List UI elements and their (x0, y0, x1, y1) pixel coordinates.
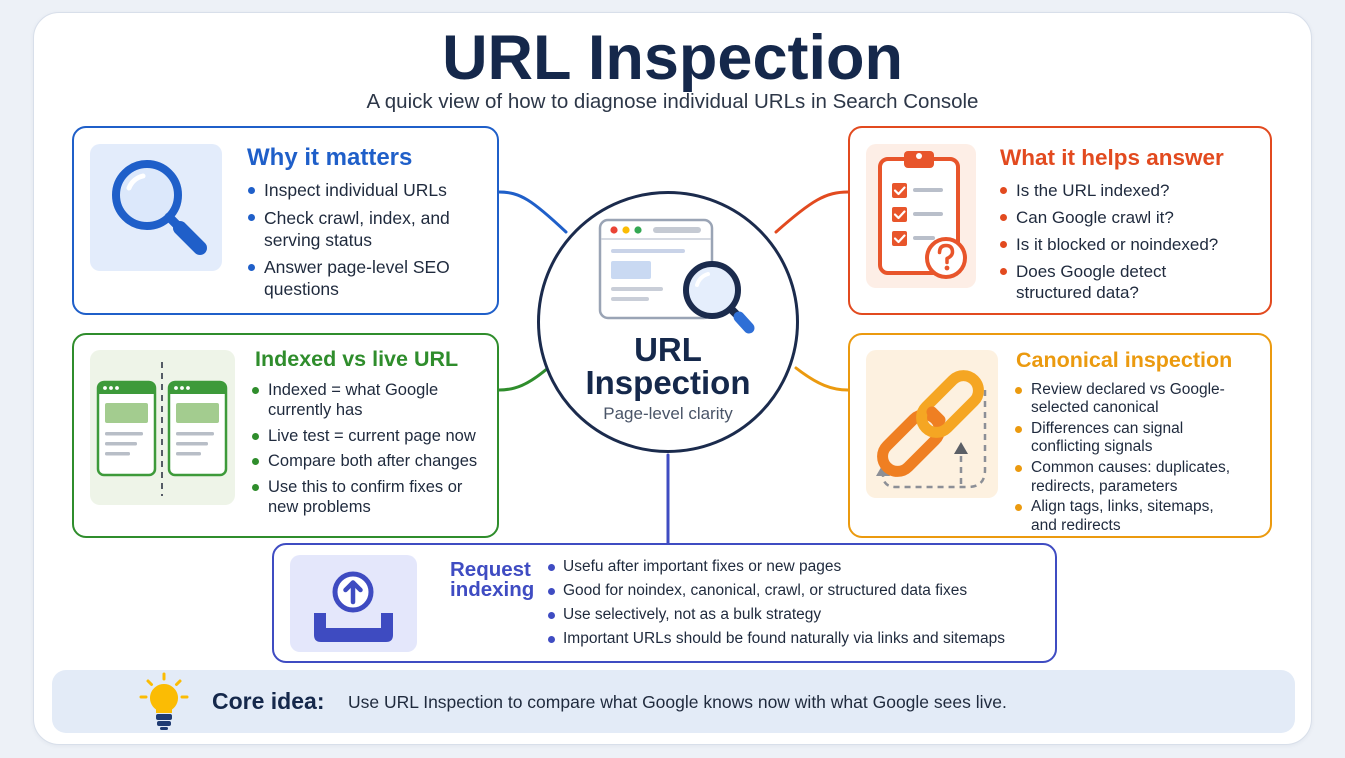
core-idea-text: Use URL Inspection to compare what Googl… (348, 692, 1007, 712)
bullet-item: Use this to confirm fixes or new problem… (248, 477, 477, 518)
bullet-item: Is it blocked or noindexed? (996, 234, 1218, 255)
connector-why (497, 190, 568, 234)
bullet-list: Review declared vs Google- selected cano… (1011, 381, 1230, 538)
magnifier-icon-tile (90, 144, 222, 271)
bullet-list: Indexed = what Google currently has Live… (248, 380, 477, 523)
card-title: Canonical inspection (1016, 348, 1233, 372)
browser-compare-icon (96, 362, 228, 496)
core-idea-bar: Core idea: Use URL Inspection to compare… (52, 670, 1295, 733)
bullet-item: Differences can signal conflicting signa… (1011, 420, 1230, 457)
bullet-item: Use selectively, not as a bulk strategy (544, 603, 1005, 627)
lightbulb-icon (139, 672, 189, 730)
bullet-item: Indexed = what Google currently has (248, 380, 477, 421)
bullet-item: Compare both after changes (248, 451, 477, 472)
chain-link-icon (876, 370, 987, 489)
bullet-list: Usefu after important fixes or new pages… (544, 555, 1005, 651)
connector-answers (774, 190, 850, 234)
card-title: What it helps answer (1000, 145, 1224, 170)
bullet-list: Is the URL indexed? Can Google crawl it?… (996, 180, 1218, 309)
card-canonical-inspection: Canonical inspection Review declared vs … (848, 333, 1272, 538)
bullet-item: Does Google detect structured data? (996, 261, 1218, 303)
card-why-it-matters: Why it matters Inspect individual URLs C… (72, 126, 499, 315)
card-request-indexing: Request indexing Usefu after important f… (272, 543, 1057, 663)
card-what-it-helps-answer: What it helps answer Is the URL indexed?… (848, 126, 1272, 315)
clipboard-question-icon (878, 151, 967, 279)
browser-compare-icon-tile (90, 350, 235, 505)
bullet-item: Common causes: duplicates, redirects, pa… (1011, 459, 1230, 496)
connector-canonical (794, 366, 850, 392)
bullet-item: Answer page-level SEO questions (244, 256, 450, 300)
bullet-item: Can Google crawl it? (996, 207, 1218, 228)
bullet-item: Is the URL indexed? (996, 180, 1218, 201)
hub-title-line1: URL (634, 331, 702, 368)
hub-circle: URL Inspection Page-level clarity (537, 191, 799, 453)
chain-link-icon-tile (866, 350, 998, 498)
hub-title-line2: Inspection (585, 364, 751, 401)
page-subtitle: A quick view of how to diagnose individu… (366, 90, 979, 113)
upload-tray-icon-tile (290, 555, 417, 652)
connector-indexed (497, 366, 550, 392)
core-idea-label: Core idea: (212, 688, 325, 714)
bullet-item: Align tags, links, sitemaps, and redirec… (1011, 498, 1230, 535)
bullet-item: Live test = current page now (248, 426, 477, 447)
bullet-list: Inspect individual URLs Check crawl, ind… (244, 179, 450, 306)
bullet-item: Review declared vs Google- selected cano… (1011, 381, 1230, 418)
bullet-item: Important URLs should be found naturally… (544, 627, 1005, 651)
browser-magnifier-icon (598, 218, 755, 334)
page-title: URL Inspection (442, 23, 903, 93)
card-title: Indexed vs live URL (255, 347, 459, 371)
bullet-item: Inspect individual URLs (244, 179, 450, 201)
bullet-item: Good for noindex, canonical, crawl, or s… (544, 579, 1005, 603)
card-indexed-vs-live: Indexed vs live URL Indexed = what Googl… (72, 333, 499, 538)
hub-caption: Page-level clarity (603, 404, 733, 423)
card-title: Request indexing (450, 558, 535, 601)
bullet-item: Usefu after important fixes or new pages (544, 555, 1005, 579)
card-title: Why it matters (247, 144, 413, 171)
clipboard-icon-tile (866, 144, 976, 288)
upload-tray-icon (314, 571, 393, 642)
bullet-item: Check crawl, index, and serving status (244, 207, 450, 251)
magnifier-icon (112, 160, 207, 255)
